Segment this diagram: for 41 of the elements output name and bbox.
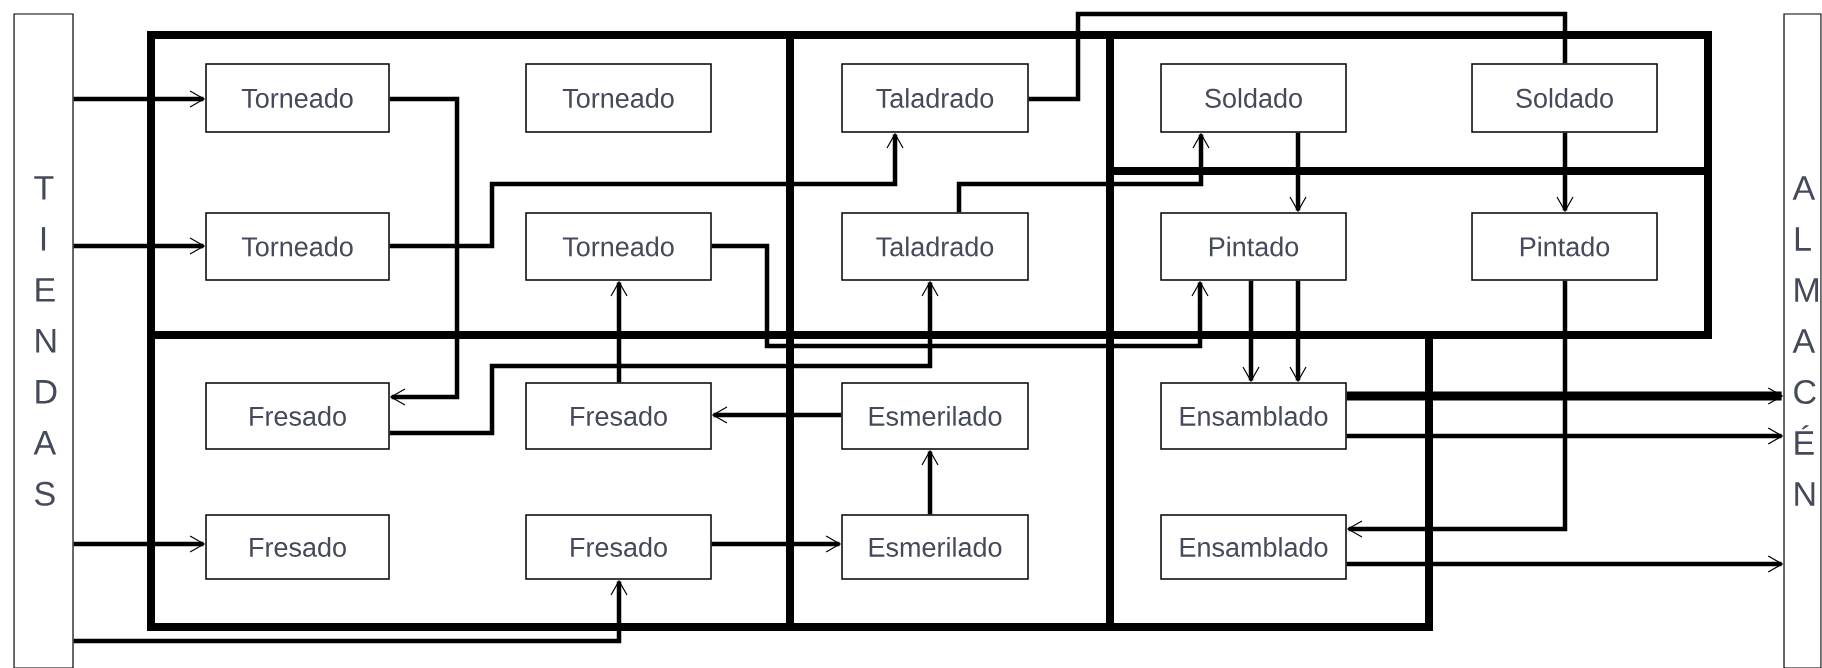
arrow xyxy=(1289,132,1307,213)
arrow xyxy=(1346,280,1568,538)
process-box: Pintado xyxy=(1471,212,1658,281)
process-box: Fresado xyxy=(525,514,712,580)
process-box: Ensamblado xyxy=(1160,514,1347,580)
arrow xyxy=(73,90,206,108)
process-box: Fresado xyxy=(205,514,390,580)
arrow xyxy=(389,96,460,406)
arrow xyxy=(711,243,1209,349)
arrow xyxy=(711,535,842,553)
arrow xyxy=(389,280,939,436)
arrow xyxy=(1242,280,1260,383)
arrow xyxy=(73,535,206,553)
side-area: TIENDAS xyxy=(13,13,74,668)
process-box: Torneado xyxy=(525,63,712,133)
arrow xyxy=(1346,427,1784,445)
arrow xyxy=(1346,555,1784,573)
process-box: Ensamblado xyxy=(1160,382,1347,450)
arrow xyxy=(610,280,628,383)
process-box: Fresado xyxy=(205,382,390,450)
arrow xyxy=(711,406,842,424)
process-box: Torneado xyxy=(205,212,390,281)
side-area: ALMACÉN xyxy=(1783,13,1822,668)
process-box: Soldado xyxy=(1471,63,1658,133)
process-box: Torneado xyxy=(525,212,712,281)
process-box: Taladrado xyxy=(841,63,1029,133)
process-box: Torneado xyxy=(205,63,390,133)
arrow xyxy=(389,132,904,249)
arrow xyxy=(921,449,939,515)
arrow xyxy=(1556,132,1574,213)
process-box: Esmerilado xyxy=(841,382,1029,450)
process-box: Taladrado xyxy=(841,212,1029,281)
arrow xyxy=(73,579,628,644)
process-box: Fresado xyxy=(525,382,712,450)
process-box: Soldado xyxy=(1160,63,1347,133)
arrow xyxy=(956,132,1210,213)
process-box: Esmerilado xyxy=(841,514,1029,580)
arrow xyxy=(1346,387,1784,405)
process-box: Pintado xyxy=(1160,212,1347,281)
arrow xyxy=(1289,280,1307,383)
arrow xyxy=(73,237,206,255)
